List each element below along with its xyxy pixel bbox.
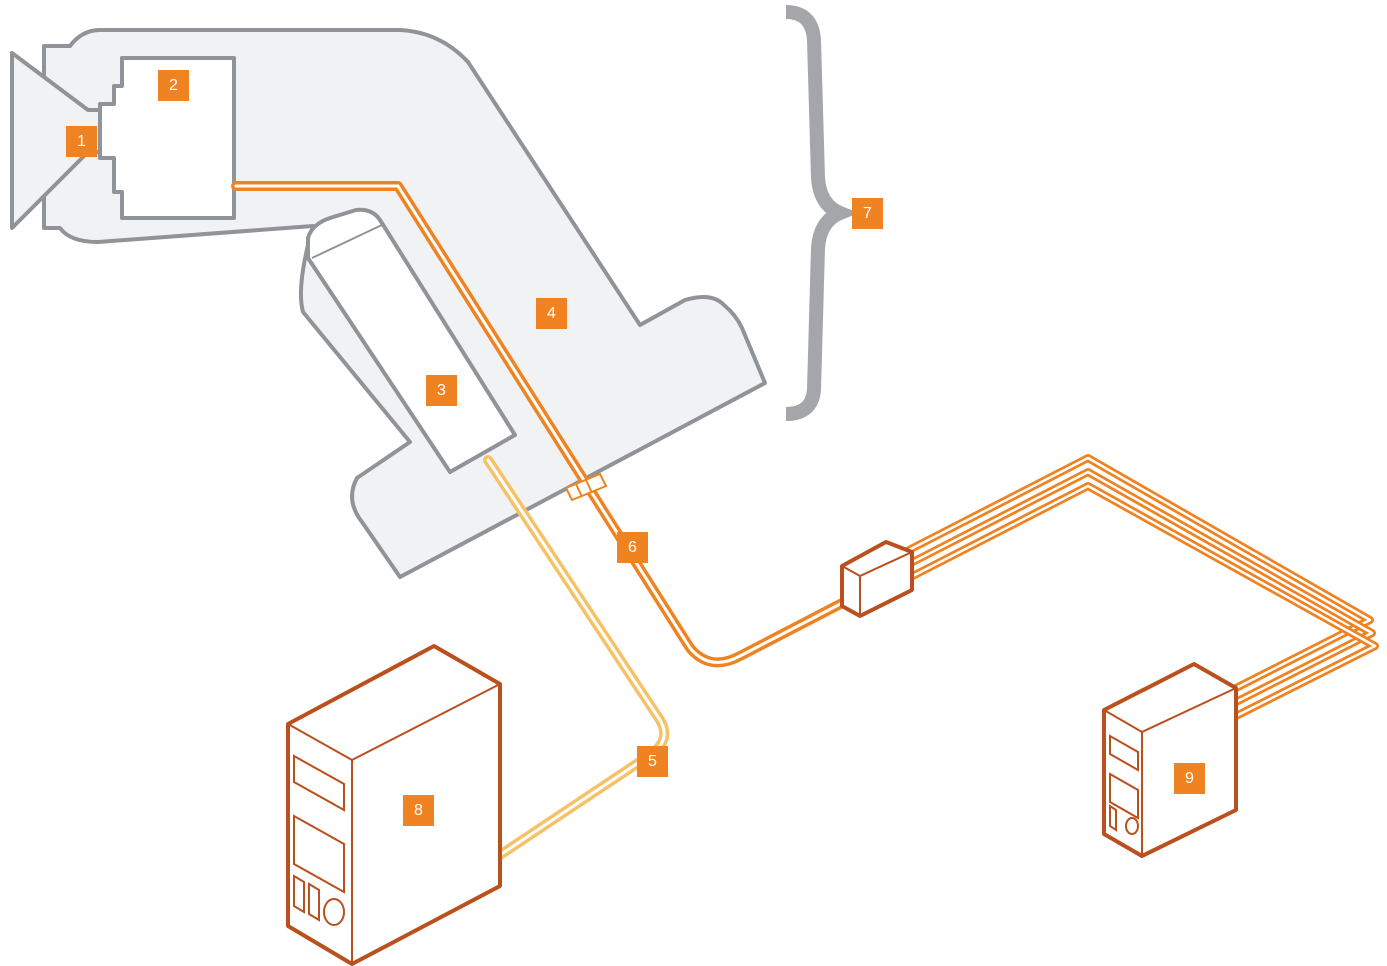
sensor-block-2 [98,56,236,220]
brace-7 [785,5,859,421]
module-3 [306,207,517,474]
svg-text:2: 2 [169,77,178,94]
cable-6 [231,181,853,668]
label-6: 6 [617,532,648,563]
junction-box [840,540,914,618]
svg-text:3: 3 [437,382,446,399]
label-2: 2 [158,70,189,101]
svg-text:8: 8 [414,802,423,819]
computer-9 [1102,662,1238,858]
module-3-line [311,223,385,259]
label-3: 3 [426,375,457,406]
cable-5 [483,455,670,860]
svg-text:4: 4 [547,305,556,322]
svg-text:6: 6 [628,539,637,556]
cable-bundle [901,454,1379,720]
svg-text:7: 7 [863,205,872,222]
label-1: 1 [66,126,97,157]
svg-text:1: 1 [77,133,86,150]
label-8: 8 [403,795,434,826]
computer-8 [286,644,502,966]
svg-text:9: 9 [1185,770,1194,787]
camera-housing [10,28,767,579]
svg-text:5: 5 [648,753,657,770]
cable-clamp [564,472,608,502]
label-5: 5 [637,746,668,777]
label-9: 9 [1174,763,1205,794]
label-4: 4 [536,298,567,329]
label-7: 7 [852,198,883,229]
